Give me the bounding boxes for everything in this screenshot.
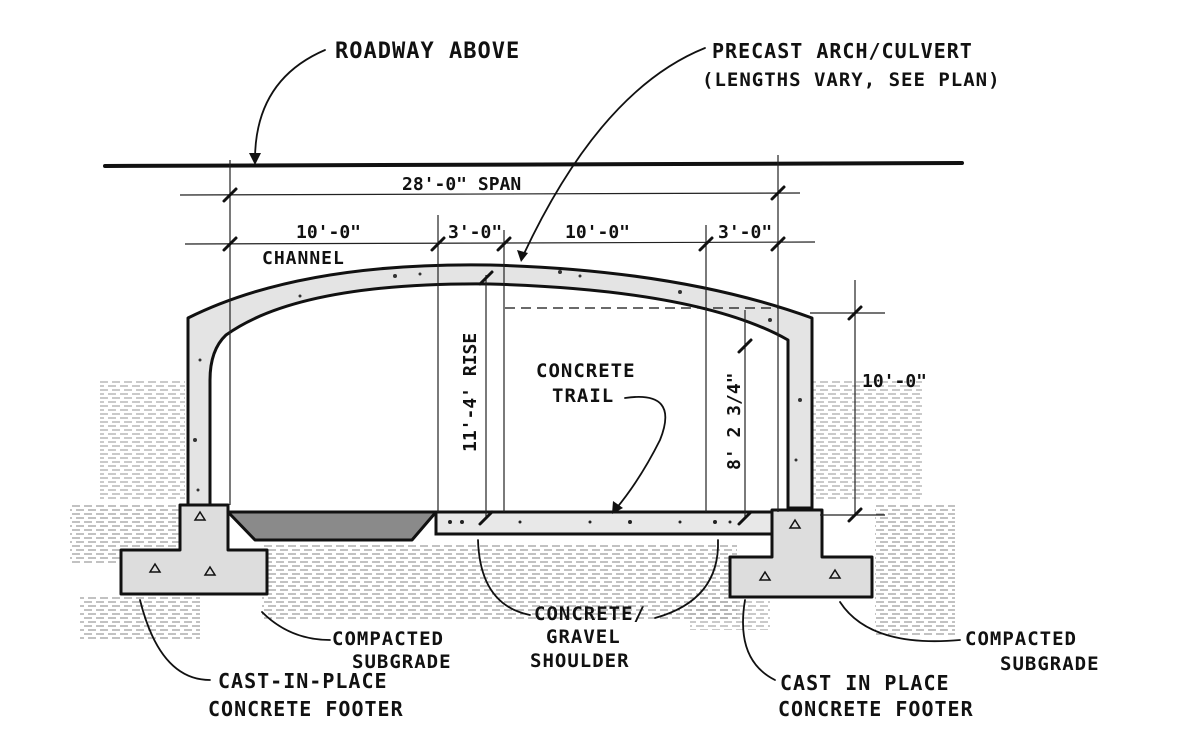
label-compacted-left-2: SUBGRADE — [352, 651, 452, 673]
leader-roadway — [254, 49, 326, 161]
label-arch-line2: (LENGTHS VARY, SEE PLAN) — [702, 69, 1001, 91]
label-footer-left-1: CAST-IN-PLACE — [218, 669, 388, 693]
label-footer-right-2: CONCRETE FOOTER — [778, 697, 974, 721]
label-shoulder-2: GRAVEL — [546, 626, 621, 648]
leader-shoulder-left — [477, 539, 531, 616]
ground-hatching — [70, 380, 955, 640]
trail-slab — [434, 510, 774, 536]
concrete-speckles — [193, 270, 802, 492]
leader-arch — [521, 47, 706, 259]
label-trail-line1: CONCRETE — [536, 360, 636, 382]
footer-speckles — [148, 510, 842, 581]
dim-rise: 11'-4' RISE — [460, 333, 481, 452]
dimension-ticks — [222, 185, 863, 526]
leader-footer-right — [742, 599, 776, 681]
leader-compacted-right — [839, 601, 961, 643]
label-channel: CHANNEL — [262, 248, 345, 269]
label-compacted-right-1: COMPACTED — [965, 628, 1077, 650]
trail-speckles — [448, 520, 732, 524]
label-roadway: ROADWAY ABOVE — [335, 39, 520, 64]
dim-right-gap: 3'-0" — [718, 222, 772, 243]
dim-trail-width: 10'-0" — [565, 222, 630, 243]
dim-channel-width: 10'-0" — [296, 222, 361, 243]
leader-lines — [139, 47, 961, 681]
channel-bed — [226, 510, 438, 542]
label-shoulder-3: SHOULDER — [530, 650, 630, 672]
label-shoulder-1: CONCRETE/ — [534, 603, 646, 625]
dim-left-gap: 3'-0" — [448, 222, 502, 243]
right-footer — [728, 508, 874, 599]
label-compacted-left-1: COMPACTED — [332, 628, 444, 650]
label-arch-line1: PRECAST ARCH/CULVERT — [712, 39, 973, 63]
extension-lines — [229, 155, 856, 518]
arrow-heads — [249, 153, 623, 514]
label-compacted-right-2: SUBGRADE — [1000, 653, 1100, 675]
leader-shoulder-right — [654, 539, 719, 619]
leader-footer-left — [139, 599, 211, 681]
leader-compacted-left — [261, 611, 331, 641]
dim-span: 28'-0" SPAN — [402, 174, 521, 195]
dim-wall-height: 10'-0" — [862, 371, 927, 392]
label-footer-right-1: CAST IN PLACE — [780, 671, 950, 695]
dimension-lines — [179, 192, 885, 516]
roadway-line — [103, 161, 964, 168]
dim-inner-height: 8' 2 3/4" — [724, 372, 745, 470]
label-trail-line2: TRAIL — [552, 385, 614, 407]
precast-arch — [186, 263, 814, 510]
label-footer-left-2: CONCRETE FOOTER — [208, 697, 404, 721]
leader-trail — [614, 396, 667, 511]
